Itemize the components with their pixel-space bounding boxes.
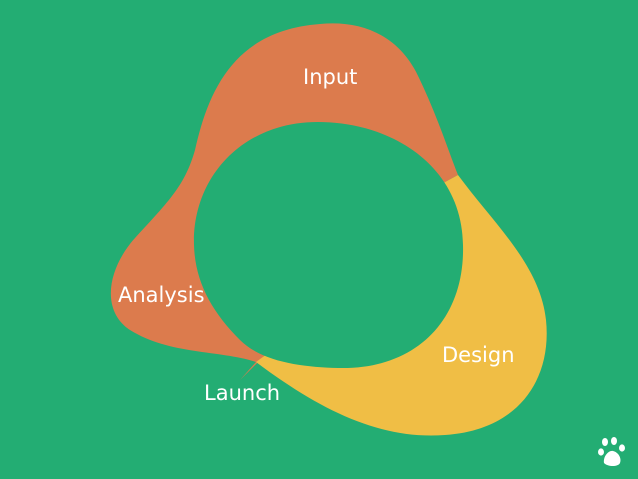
stage-label-design: Design xyxy=(442,343,515,367)
orange-segment xyxy=(110,23,458,381)
stage-label-analysis: Analysis xyxy=(118,283,205,307)
paw-print-icon xyxy=(598,437,625,466)
stage-label-launch: Launch xyxy=(204,381,281,405)
stage-label-input: Input xyxy=(303,65,358,89)
yellow-segment xyxy=(256,175,547,436)
